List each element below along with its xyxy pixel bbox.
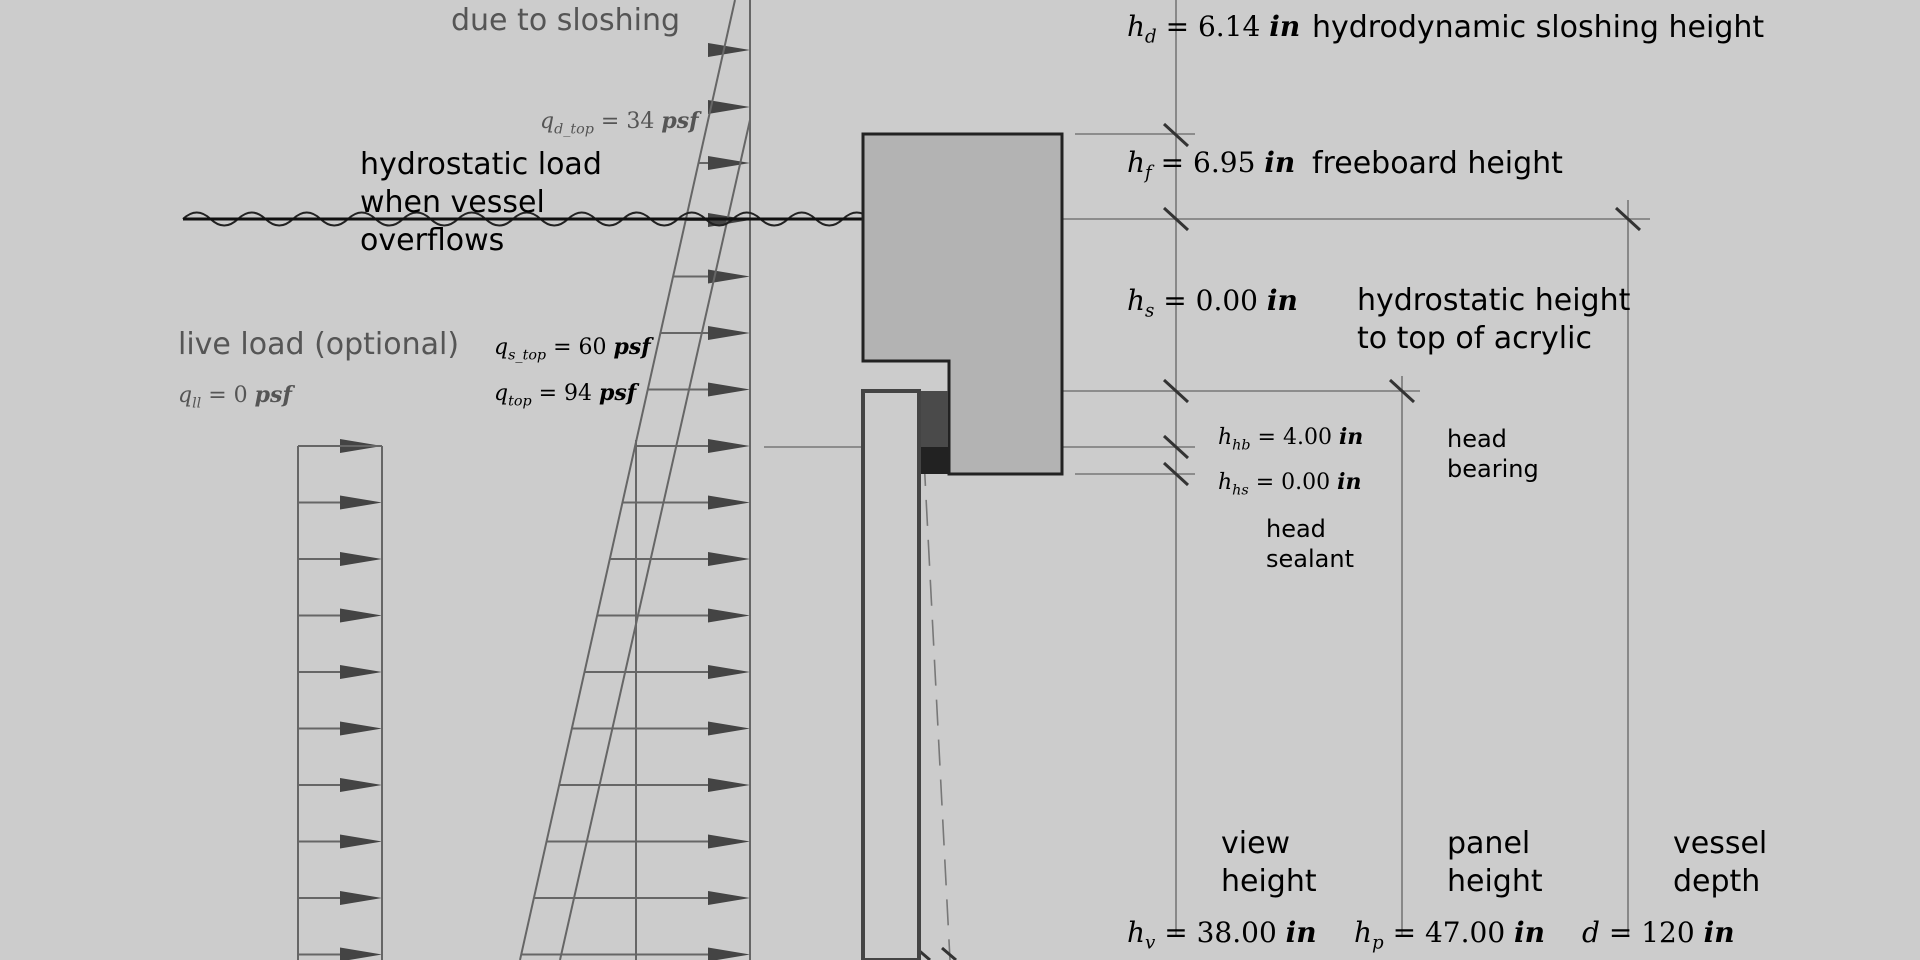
vessel-depth-label: vessel depth [1673, 826, 1768, 899]
hydrodynamic-sloshing-height-label: hydrodynamic sloshing height [1312, 10, 1765, 45]
panel-height-label: panel height [1447, 826, 1543, 899]
hydrostatic-height-acrylic-label: hydrostatic height to top of acrylic [1357, 283, 1631, 356]
hydrostatic-pressure-line [559, 119, 751, 960]
h-s-value: hs = 0.00 in [1127, 284, 1298, 322]
hydrostatic-arrow-11-head [708, 834, 750, 849]
hydrostatic-arrow-1-head [708, 269, 750, 284]
live-load-arrow-2-head [340, 552, 382, 566]
h-d-value: hd = 6.14 in [1127, 10, 1301, 48]
hydrostatic-arrow-13-head [708, 947, 750, 960]
q-s-top-value: qs_top = 60 psf [494, 334, 651, 364]
live-load-arrow-1-head [340, 495, 382, 510]
hydrostatic-arrow-4-head [708, 439, 750, 453]
due-to-sloshing-label: due to sloshing [451, 3, 681, 38]
sloshing-arrow-0-head [708, 43, 750, 57]
head-bearing-block [921, 391, 948, 447]
h-hb-value: hhb = 4.00 in [1218, 424, 1364, 454]
freeboard-height-label: freeboard height [1312, 146, 1563, 181]
sloshing-pressure-line [519, 0, 736, 960]
head-sealant-label: head sealant [1266, 515, 1354, 573]
hydrostatic-arrow-10-head [708, 778, 750, 792]
live-load-arrow-7-head [340, 834, 382, 849]
live-load-arrow-3-head [340, 608, 382, 623]
hydrostatic-arrow-6-head [708, 552, 750, 566]
view-height-label: view height [1221, 826, 1317, 899]
head-bearing-label: head bearing [1447, 425, 1539, 483]
live-load-arrow-8-head [340, 891, 382, 905]
hydrostatic-arrow-7-head [708, 608, 750, 623]
h-hs-value: hhs = 0.00 in [1218, 469, 1362, 499]
pressure-profile [297, 0, 751, 960]
h-f-value: hf = 6.95 in [1127, 146, 1296, 184]
hydrostatic-arrow-9-head [708, 721, 750, 736]
sloshing-arrow-2-head [708, 156, 750, 170]
q-ll-value: qll = 0 psf [178, 382, 292, 412]
live-load-label: live load (optional) [178, 327, 460, 362]
q-d-top-value: qd_top = 34 psf [540, 108, 699, 138]
hydrostatic-arrow-12-head [708, 891, 750, 905]
live-load-arrow-9-head [340, 947, 382, 960]
vessel-head-frame [861, 132, 1064, 476]
load-arrows [298, 43, 750, 960]
sloshing-arrow-1-head [708, 100, 750, 114]
hydrostatic-overflow-label: hydrostatic load when vessel overflows [360, 147, 602, 258]
d-value: d = 120 in [1582, 916, 1735, 949]
q-top-value: qtop = 94 psf [494, 380, 637, 410]
hydrostatic-arrow-2-head [708, 326, 750, 340]
h-v-value: hv = 38.00 in [1127, 916, 1317, 954]
h-p-value: hp = 47.00 in [1354, 916, 1546, 954]
live-load-arrow-5-head [340, 721, 382, 736]
live-load-arrow-4-head [340, 665, 382, 679]
head-sealant-block [921, 447, 948, 474]
deflection-dashed-line [921, 419, 951, 960]
live-load-arrow-6-head [340, 778, 382, 792]
hydrostatic-arrow-5-head [708, 495, 750, 510]
hydrostatic-arrow-3-head [708, 382, 750, 397]
acrylic-panel [861, 389, 921, 960]
dimension-ticks [915, 122, 1642, 960]
hydrostatic-arrow-8-head [708, 665, 750, 679]
